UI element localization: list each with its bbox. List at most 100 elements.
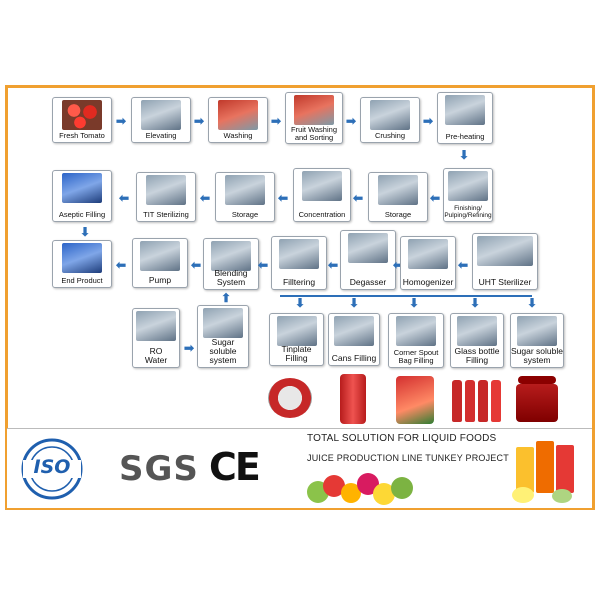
step-label: Fresh Tomato [59,131,105,140]
arrow-left-icon: ⬅ [353,191,364,205]
cans-filling-photo [334,316,374,346]
filtering-photo [279,239,319,269]
step-label: Sugar soluble system [511,346,563,365]
elevating-photo [141,100,181,130]
fruit-pile-image [307,471,417,505]
step-label: RO Water [144,346,168,365]
step-label: Elevating [145,131,177,140]
step-sugar-soluble-system-2: Sugar soluble system [510,313,564,368]
arrow-left-icon: ⬅ [200,191,211,205]
arrow-down-icon: ⬇ [459,148,470,162]
arrow-right-icon: ➡ [116,114,127,128]
certification-banner: ISO SGS CE TOTAL SOLUTION FOR LIQUID FOO… [7,428,592,508]
arrow-left-icon: ⬅ [458,258,469,272]
step-washing: Washing [208,97,268,143]
step-concentration: Concentration [293,168,351,222]
juice-glasses-image [512,435,590,505]
arrow-left-icon: ⬅ [430,191,441,205]
iso-logo [21,438,83,500]
step-end-product: End Product [52,240,112,288]
step-storage-2: Storage [368,172,428,222]
step-label: Sugar soluble system [209,337,237,365]
pre-heating-photo [445,95,485,125]
end-product-photo [62,243,102,273]
ro-water-photo [136,311,176,341]
glass-bottles-image [448,372,506,426]
sugar-soluble-photo [203,308,243,338]
spout-bag-image [392,372,438,426]
pump-photo [140,241,180,271]
arrow-up-icon: ⬆ [221,291,232,305]
ce-logo: CE [209,445,261,489]
step-label: Pump [148,275,172,285]
step-label: Storage [231,210,259,219]
arrow-down-icon: ⬇ [349,296,360,310]
step-label: Blending System [214,268,248,287]
tinplate-filling-photo [276,316,317,346]
step-cans-filling: Cans Filling [328,313,380,366]
step-label: Cans Filling [331,353,377,363]
step-finishing-pulping-refining: Finishing/ Pulping/Refining [443,168,493,222]
step-crushing: Crushing [360,97,420,143]
concentration-photo [302,171,342,201]
step-storage-1: Storage [215,172,275,222]
step-label: Finishing/ Pulping/Refining [444,205,492,219]
step-label: Washing [223,131,253,140]
arrow-right-icon: ➡ [271,114,282,128]
storage-photo [378,175,418,205]
step-label: UHT Sterilizer [478,277,532,287]
arrow-down-icon: ⬇ [409,296,420,310]
step-pre-heating: Pre-heating [437,92,493,144]
step-label: Concentration [298,210,346,219]
step-label: End Product [61,276,103,285]
step-blending-system: Blending System [203,238,259,290]
aseptic-filling-photo [62,173,102,203]
step-label: Filltering [282,277,316,287]
step-glass-bottle-filling: Glass bottle Filling [450,313,504,368]
step-uht-sterilizer: UHT Sterilizer [472,233,538,290]
banner-line-2: JUICE PRODUCTION LINE TUNKEY PROJECT [307,453,509,463]
step-elevating: Elevating [131,97,191,143]
sgs-logo: SGS [119,449,199,489]
arrow-left-icon: ⬅ [116,258,127,272]
step-label: Storage [384,210,412,219]
uht-photo [477,236,533,266]
fruit-washing-photo [294,95,334,125]
step-label: TIT Sterilizing [143,210,189,219]
step-label: Glass bottle Filling [454,346,500,365]
arrow-left-icon: ⬅ [191,258,202,272]
step-tit-sterilizing: TIT Sterilizing [136,172,196,222]
step-label: Fruit Washing and Sorting [291,125,337,142]
banner-line-1: TOTAL SOLUTION FOR LIQUID FOODS [307,433,497,444]
arrow-down-icon: ⬇ [470,296,481,310]
tinplate-can-image [262,372,320,424]
tit-sterilizing-photo [146,175,186,205]
step-label: Pre-heating [445,132,485,141]
glass-bottle-filling-photo [457,316,497,346]
arrow-left-icon: ⬅ [119,191,130,205]
arrow-left-icon: ⬅ [278,191,289,205]
step-label: Aseptic Filling [58,210,106,219]
arrow-left-icon: ⬅ [258,258,269,272]
step-label: Tinplate Filling [281,344,312,363]
step-label: Degasser [349,277,387,287]
step-filltering: Filltering [271,236,327,290]
blending-photo [211,241,251,271]
arrow-down-icon: ⬇ [80,225,91,239]
step-label: Homogenizer [402,277,454,287]
connector-line [280,295,532,297]
step-label: Corner Spout Bag Filling [393,348,439,365]
arrow-left-icon: ⬅ [393,258,404,272]
jar-image [512,372,562,426]
step-fruit-washing-sorting: Fruit Washing and Sorting [285,92,343,144]
step-fresh-tomato: Fresh Tomato [52,97,112,143]
arrow-down-icon: ⬇ [295,296,306,310]
homogenizer-photo [408,239,448,269]
iso-logo-text: ISO [33,456,71,478]
arrow-right-icon: ➡ [194,114,205,128]
bag-filling-photo [396,316,436,346]
step-ro-water: RO Water [132,308,180,368]
arrow-right-icon: ➡ [184,341,195,355]
arrow-right-icon: ➡ [346,114,357,128]
step-sugar-soluble-system-1: Sugar soluble system [197,305,249,368]
